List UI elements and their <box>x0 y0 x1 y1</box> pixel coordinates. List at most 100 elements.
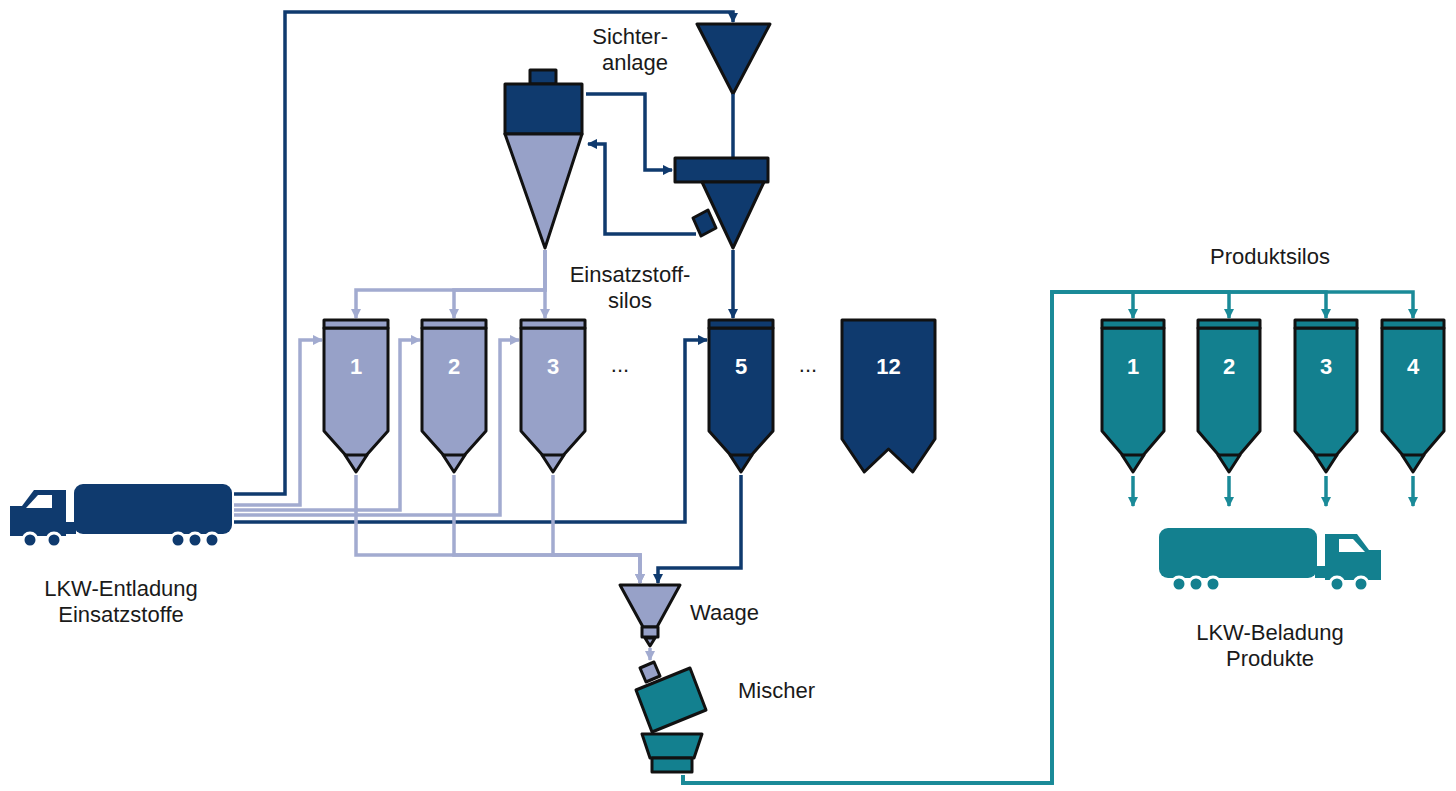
truck-loading: LKW-Beladung Produkte <box>1150 528 1390 688</box>
flow-connector <box>683 292 1229 783</box>
truck-window <box>26 495 52 508</box>
silo-outlet <box>730 455 752 472</box>
feed-silo: 3 <box>519 318 587 475</box>
group-label: Produktsilos <box>1190 244 1350 270</box>
silo-number: 5 <box>707 354 775 380</box>
air-line <box>586 94 672 170</box>
flow-connector <box>648 648 652 660</box>
flow-connector <box>356 250 545 318</box>
silo-outlet <box>1402 455 1424 472</box>
outlet-arrow <box>1131 476 1135 506</box>
silo-outlet <box>542 455 564 472</box>
flow-connector <box>683 292 1413 783</box>
mixer-body <box>642 734 702 758</box>
silo-lid <box>422 320 486 328</box>
truck-wheel <box>23 533 37 547</box>
mixer-inlet <box>640 662 660 682</box>
silo-number: 3 <box>519 354 587 380</box>
truck-trailer <box>1159 528 1317 578</box>
scale-neck <box>642 627 658 637</box>
silo-number: 1 <box>1100 354 1166 380</box>
classifier-outlet <box>693 210 716 236</box>
feed-silo: 5 <box>707 318 775 475</box>
feed-silo: 2 <box>420 318 488 475</box>
truck-wheel <box>1354 577 1368 591</box>
node-label: LKW-Entladung Einsatzstoffe <box>31 576 211 628</box>
truck-wheel <box>188 533 202 547</box>
product-silo: 3 <box>1293 318 1359 475</box>
feed-silo-shape <box>420 318 488 475</box>
truck-wheel <box>171 533 185 547</box>
flow-connector <box>234 340 322 505</box>
feed-silo-shape <box>840 318 937 475</box>
silo-lid <box>1382 320 1444 328</box>
silo-lid <box>1198 320 1260 328</box>
truck-unloading: LKW-Entladung Einsatzstoffe <box>8 484 234 624</box>
silo-body <box>521 328 585 459</box>
truck-icon <box>10 484 232 547</box>
flow-connector <box>683 292 1326 783</box>
silo-number: 12 <box>840 354 937 380</box>
silo-lid <box>709 320 773 328</box>
mixer-drum <box>636 668 706 732</box>
truck-wheel <box>1330 577 1344 591</box>
silo-outlet <box>443 455 465 472</box>
feed-silo: 12 <box>840 318 937 475</box>
filter-body <box>505 84 582 134</box>
flow-connector <box>454 250 545 318</box>
silo-outlet <box>1122 455 1144 472</box>
truck-trailer <box>74 484 232 534</box>
silo-number: 3 <box>1293 354 1359 380</box>
silo-outlet <box>1315 455 1337 472</box>
truck-wheel <box>205 533 219 547</box>
silo-body <box>324 328 388 459</box>
truck-icon <box>1159 528 1381 591</box>
outlet-arrow <box>1227 476 1231 506</box>
product-silo: 4 <box>1380 318 1446 475</box>
flow-connector <box>731 250 735 318</box>
group-label: Einsatzstoff- silos <box>560 262 700 314</box>
node-label: Waage <box>690 600 780 626</box>
scale-funnel <box>620 585 680 627</box>
mixer-shape <box>632 660 710 775</box>
silo-lid <box>1295 320 1357 328</box>
silo-lid <box>324 320 388 328</box>
product-silo: 1 <box>1100 318 1166 475</box>
filter-motor <box>530 70 556 84</box>
flow-connector <box>543 250 547 318</box>
silo-body <box>1198 328 1260 459</box>
node-label: LKW-Beladung Produkte <box>1190 620 1350 672</box>
filter-cone <box>505 134 582 248</box>
feed-silo-shape <box>707 318 775 475</box>
flow-connector <box>356 475 640 583</box>
scale-hopper: Waage <box>618 583 682 648</box>
silo-body <box>709 328 773 459</box>
ellipsis: ... <box>788 352 828 378</box>
flow-connector <box>553 475 640 583</box>
silo-number: 2 <box>1196 354 1262 380</box>
silo-number: 4 <box>1380 354 1446 380</box>
feed-pipe <box>731 94 735 158</box>
classifier-plant: Sichter- anlage <box>500 22 772 250</box>
feed-silo-shape <box>519 318 587 475</box>
scale-hopper-shape <box>618 583 682 648</box>
feed-silo-shape <box>322 318 390 475</box>
product-silo-shape <box>1100 318 1166 475</box>
silo-lid <box>521 320 585 328</box>
truck-wheel <box>1172 577 1186 591</box>
mixer: Mischer <box>632 660 710 775</box>
flow-connector <box>234 12 733 494</box>
truck-window <box>1339 539 1365 552</box>
silo-body <box>1382 328 1444 459</box>
product-silo: 2 <box>1196 318 1262 475</box>
truck-wheel <box>1189 577 1203 591</box>
silo-body <box>1102 328 1164 459</box>
node-label: Sichter- anlage <box>568 24 668 76</box>
silo-outlet <box>345 455 367 472</box>
truck-cab <box>10 490 66 536</box>
feed-silo: 1 <box>322 318 390 475</box>
silo-outlet <box>1218 455 1240 472</box>
classifier-head <box>675 158 768 182</box>
silo-lid <box>1102 320 1164 328</box>
